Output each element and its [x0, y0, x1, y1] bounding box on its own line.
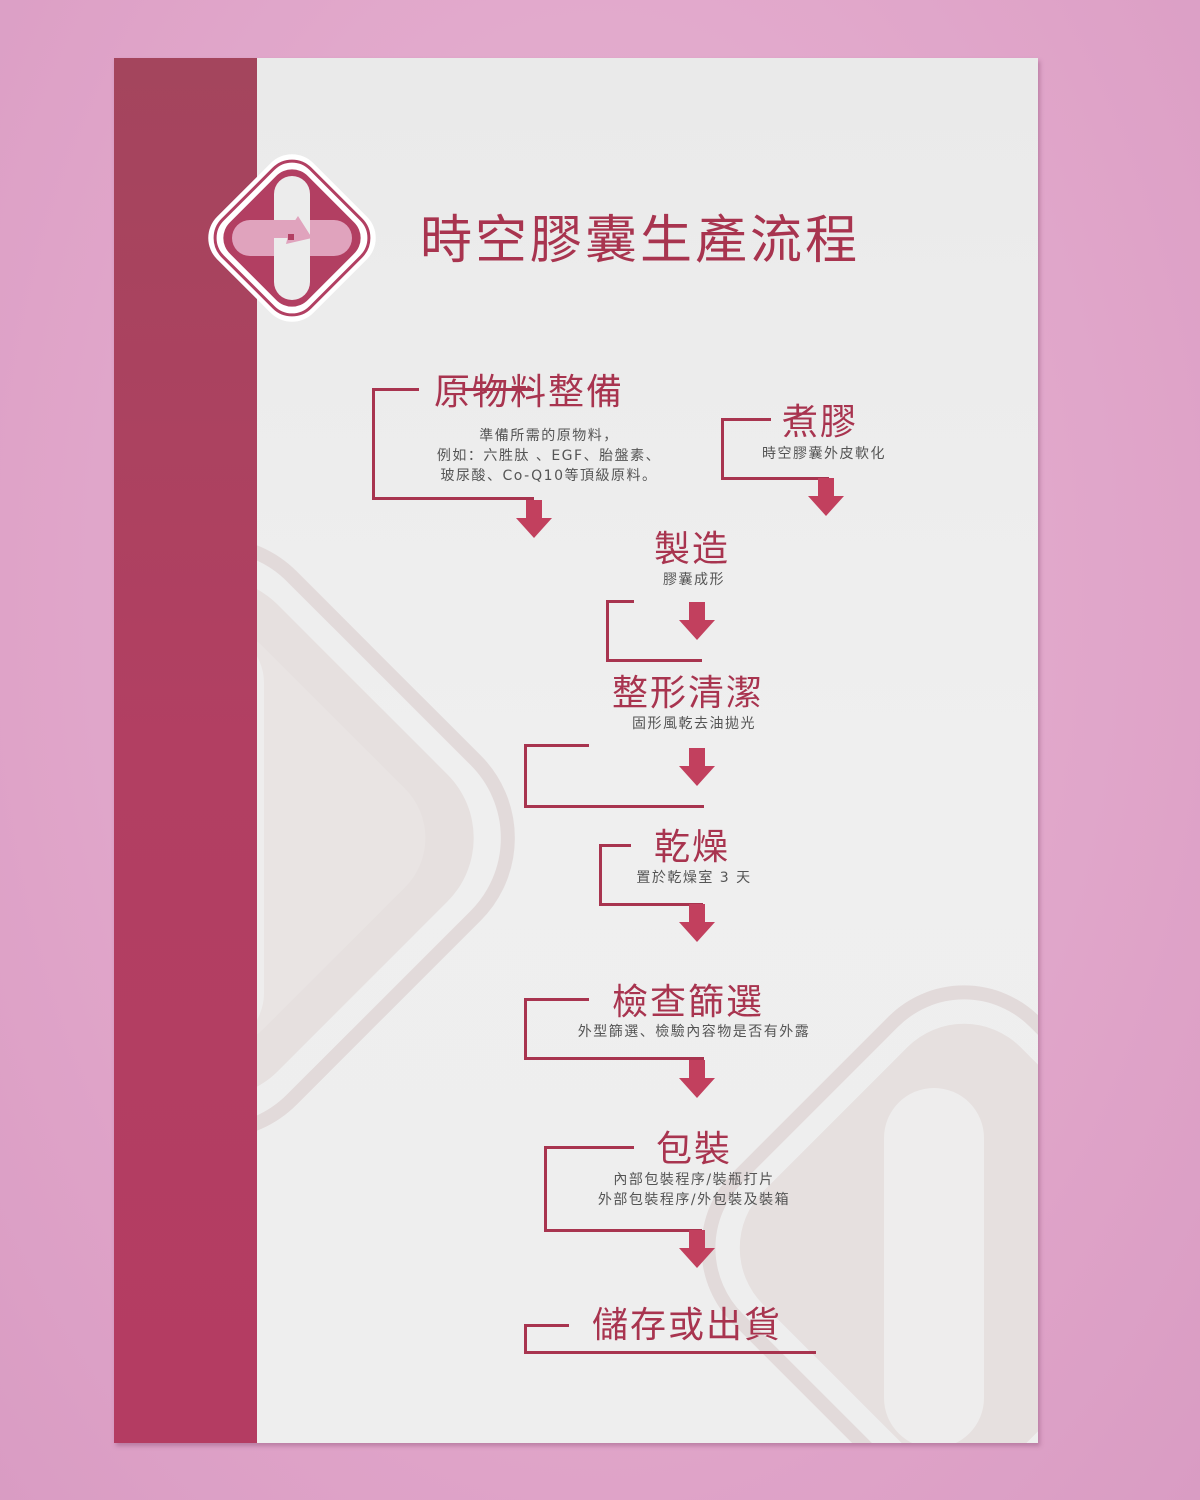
step-desc-4: 固形風乾去油拋光 — [632, 716, 756, 732]
down-arrow-icon — [679, 602, 715, 640]
flow-connector-5 — [599, 844, 703, 906]
poster-title: 時空膠囊生產流程 — [420, 211, 861, 271]
flow-connector-4 — [524, 744, 704, 808]
step-title-8: 儲存或出貨 — [592, 1305, 783, 1346]
process-poster-board: 時空膠囊生產流程 原物料整備 準備所需的原物料， 例如：六胜肽 、EGF、胎盤素… — [114, 58, 1038, 1443]
step-desc-7: 內部包裝程序/裝瓶打片 外部包裝程序/外包裝及裝箱 — [597, 1172, 791, 1208]
down-arrow-icon — [679, 748, 715, 786]
step-title-6: 檢查篩選 — [612, 982, 765, 1023]
step-title-3: 製造 — [654, 529, 731, 570]
step-desc-6: 外型篩選、檢驗內容物是否有外露 — [577, 1024, 811, 1040]
down-arrow-icon — [516, 500, 552, 538]
step-title-7: 包裝 — [656, 1129, 733, 1170]
down-arrow-icon — [679, 904, 715, 942]
step-desc-3: 膠囊成形 — [663, 572, 725, 588]
step-desc-5: 置於乾燥室 3 天 — [636, 870, 752, 886]
flow-connector-3 — [606, 600, 702, 662]
step-desc-1: 準備所需的原物料， 例如：六胜肽 、EGF、胎盤素、 玻尿酸、Co-Q10等頂級… — [436, 428, 662, 484]
step-title-1: 原物料整備 — [434, 372, 625, 413]
step-desc-2: 時空膠囊外皮軟化 — [762, 446, 886, 462]
flow-connector-6 — [524, 998, 704, 1060]
flow-connector-2 — [721, 418, 829, 480]
capsule-logo-icon — [208, 154, 376, 322]
step-title-2: 煮膠 — [782, 402, 859, 443]
down-arrow-icon — [808, 478, 844, 516]
step-title-5: 乾燥 — [654, 827, 731, 868]
down-arrow-icon — [679, 1230, 715, 1268]
flow-connector-8 — [524, 1324, 816, 1354]
sidebar-color-band — [114, 58, 257, 1443]
flow-connector-7 — [544, 1146, 702, 1232]
down-arrow-icon — [679, 1060, 715, 1098]
step-title-4: 整形清潔 — [612, 673, 765, 714]
